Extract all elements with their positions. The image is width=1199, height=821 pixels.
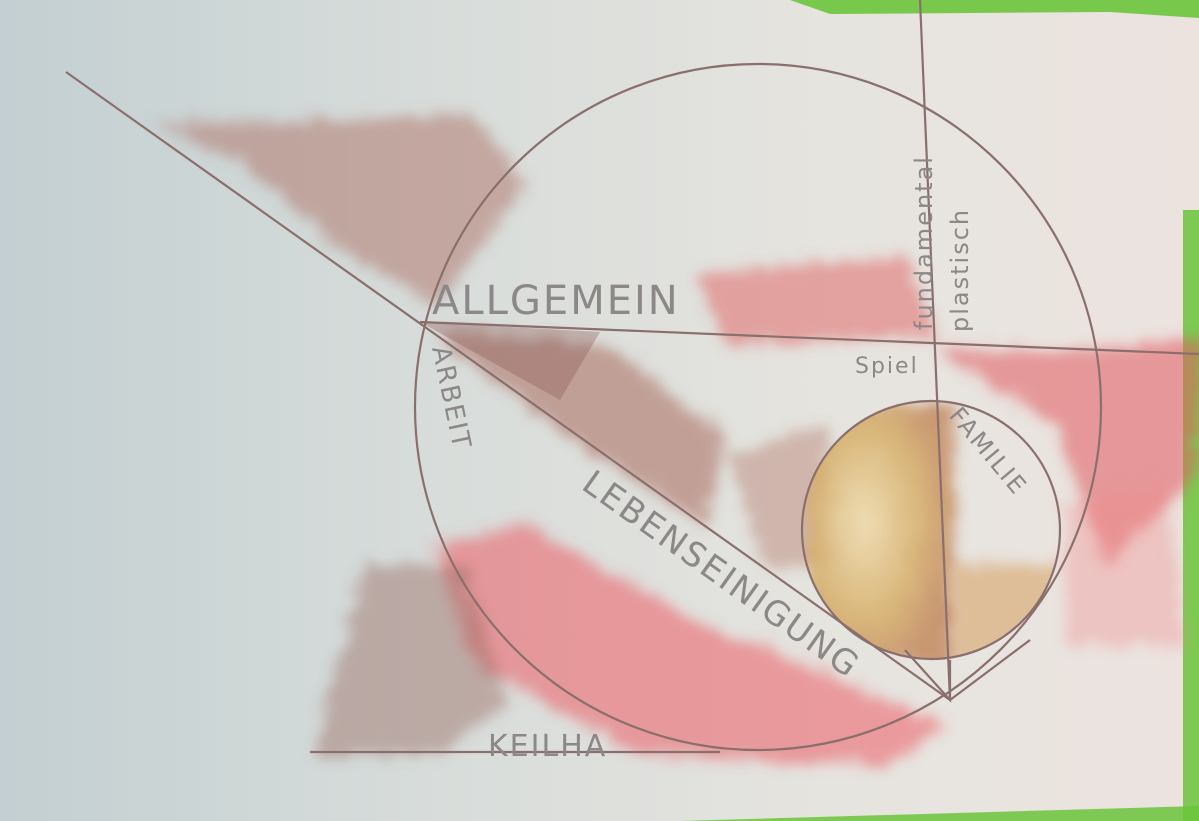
bauhaus-diagram: ALLGEMEIN fundamental plastisch Spiel FA… [0,0,1199,821]
diagram-photo: ALLGEMEIN fundamental plastisch Spiel FA… [0,0,1199,821]
